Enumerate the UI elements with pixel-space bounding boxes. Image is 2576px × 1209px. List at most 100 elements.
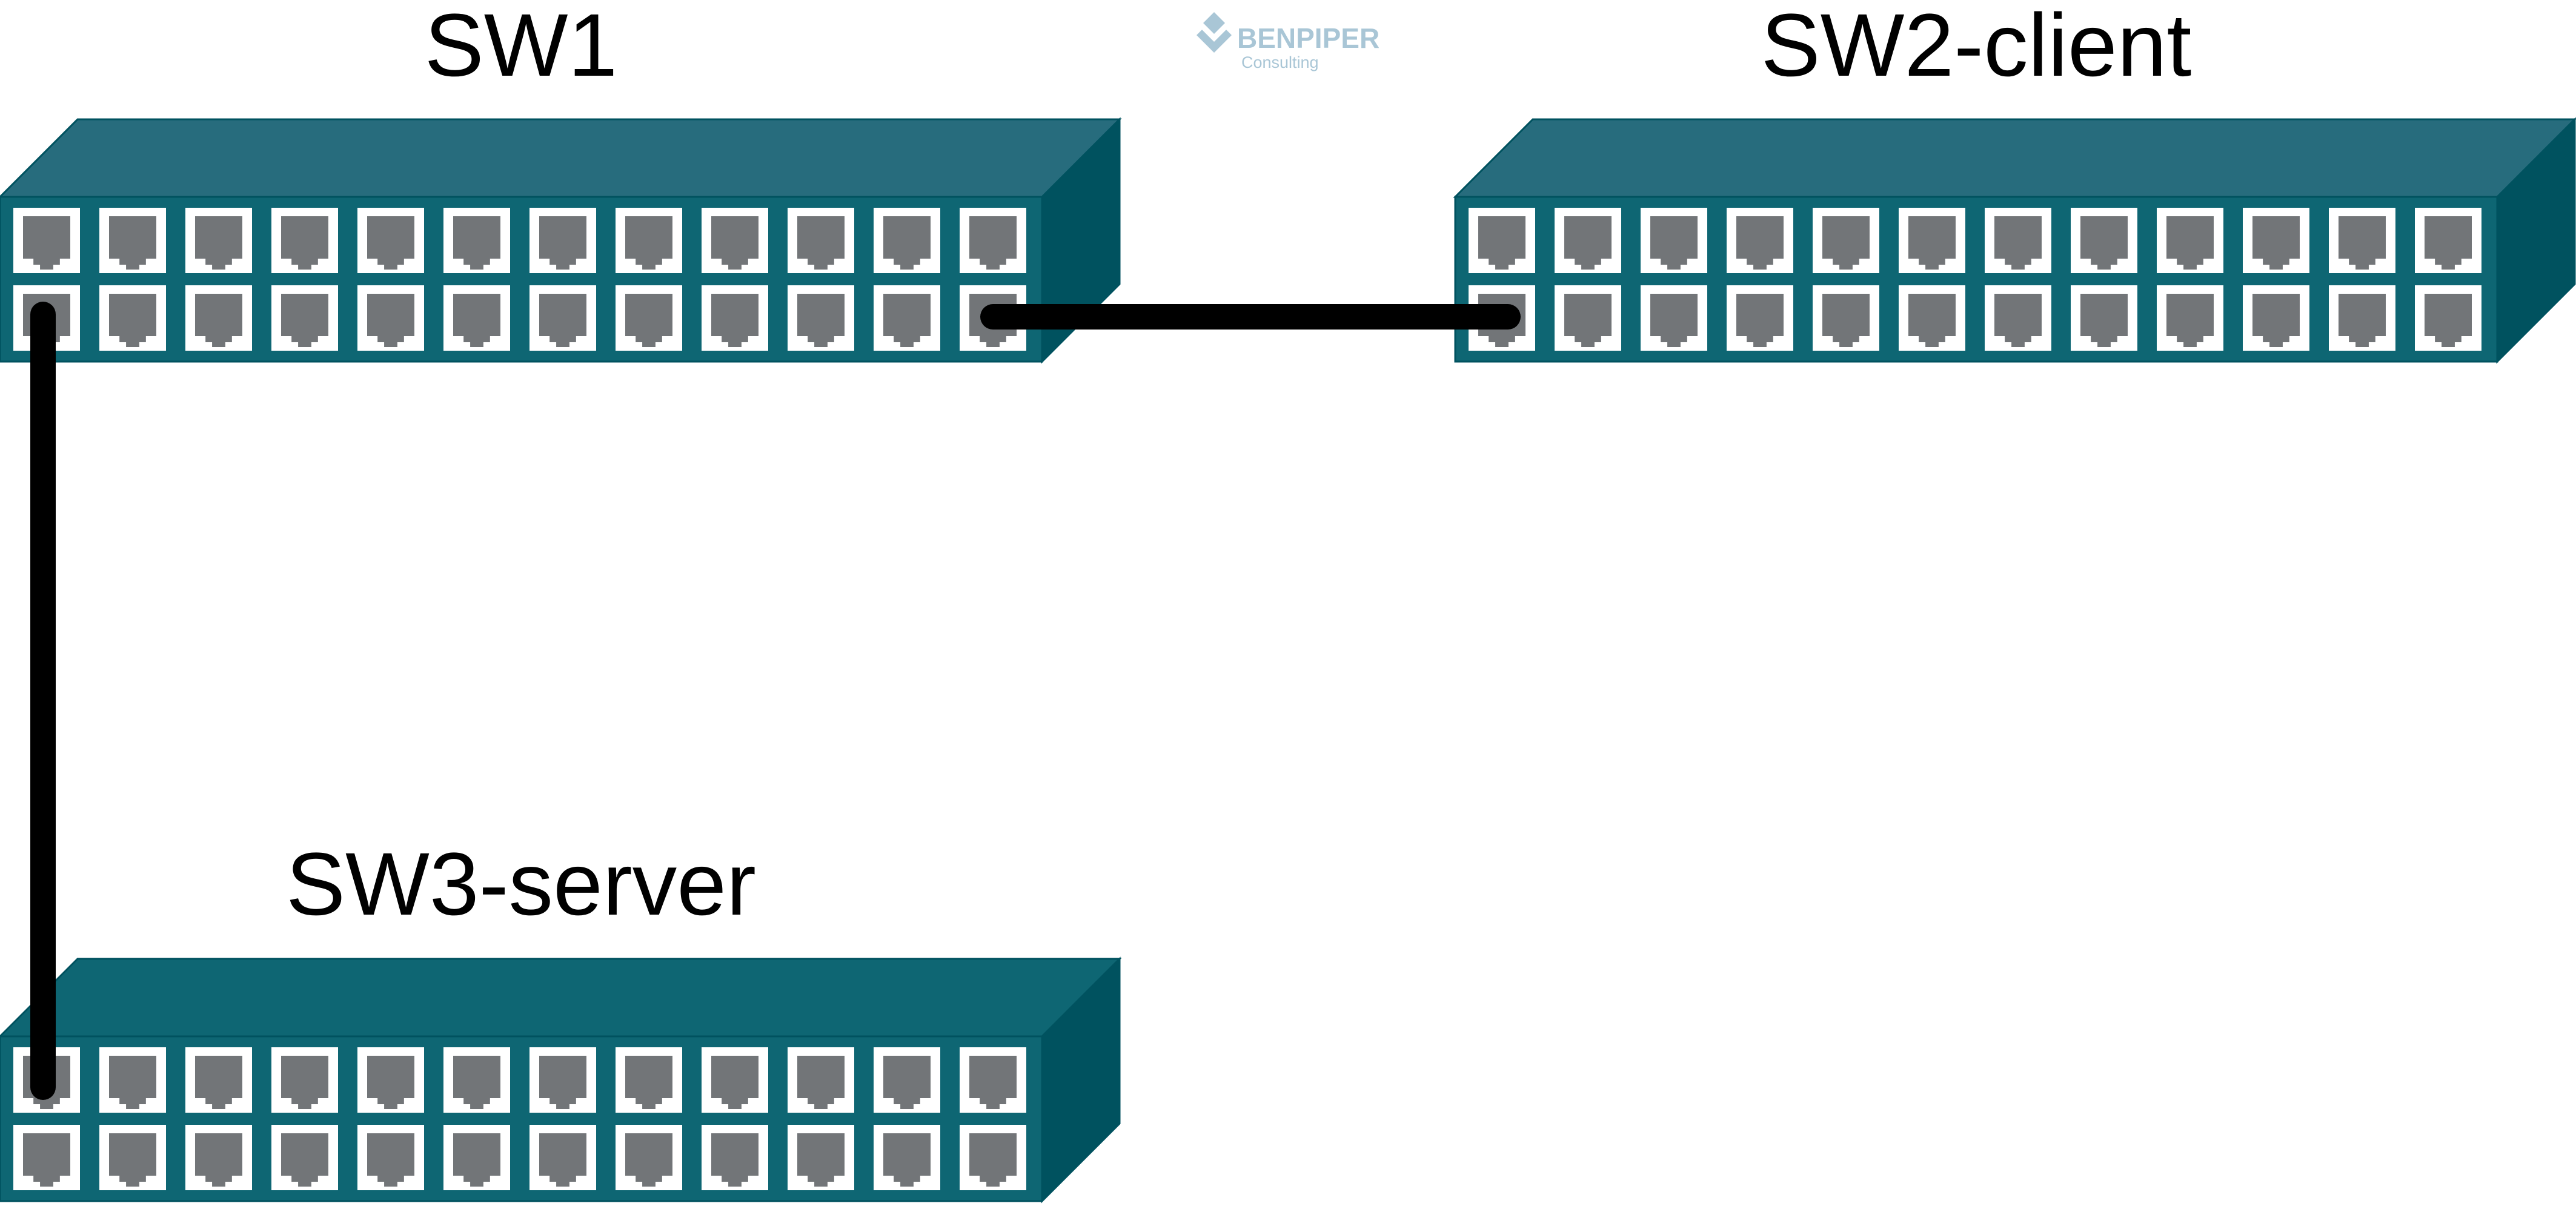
- sw2-port-r1-p7[interactable]: [1985, 208, 2051, 273]
- rj45-jack-icon: [109, 1133, 156, 1187]
- sw3-port-r1-p5[interactable]: [357, 1047, 424, 1113]
- sw1-port-r1-p1[interactable]: [13, 208, 80, 273]
- rj45-jack-icon: [711, 216, 759, 270]
- rj45-jack-icon: [194, 216, 242, 270]
- sw3-port-r2-p4[interactable]: [271, 1125, 338, 1190]
- sw2-port-r1-p1[interactable]: [1469, 208, 1535, 273]
- sw2-port-r2-p10[interactable]: [2243, 285, 2309, 351]
- sw2-port-r2-p6[interactable]: [1899, 285, 1965, 351]
- sw2-port-r1-p2[interactable]: [1555, 208, 1621, 273]
- sw1-port-r1-p4[interactable]: [271, 208, 338, 273]
- rj45-jack-icon: [969, 1056, 1017, 1109]
- sw1-port-r1-p9[interactable]: [702, 208, 768, 273]
- sw3-port-r2-p1[interactable]: [13, 1125, 80, 1190]
- sw2-port-r1-p11[interactable]: [2329, 208, 2395, 273]
- rj45-jack-icon: [2080, 216, 2128, 270]
- rj45-jack-icon: [2339, 216, 2386, 270]
- sw2-port-r2-p3[interactable]: [1641, 285, 1707, 351]
- rj45-jack-icon: [1650, 294, 1698, 347]
- rj45-jack-icon: [883, 1133, 931, 1187]
- sw2-port-r2-p4[interactable]: [1727, 285, 1793, 351]
- sw2-port-r2-p5[interactable]: [1813, 285, 1879, 351]
- sw2-port-r1-p3[interactable]: [1641, 208, 1707, 273]
- sw2-port-r1-p10[interactable]: [2243, 208, 2309, 273]
- sw1-top-face: [0, 118, 1122, 198]
- sw1-port-r2-p8[interactable]: [616, 285, 682, 351]
- cables: [30, 302, 1521, 1100]
- sw3-port-r1-p6[interactable]: [443, 1047, 510, 1113]
- sw3-port-r1-p7[interactable]: [529, 1047, 596, 1113]
- sw2-port-r2-p7[interactable]: [1985, 285, 2051, 351]
- sw2-port-r1-p5[interactable]: [1813, 208, 1879, 273]
- sw3-port-r2-p10[interactable]: [788, 1125, 854, 1190]
- sw2-port-r1-p8[interactable]: [2071, 208, 2137, 273]
- rj45-jack-icon: [797, 1056, 845, 1109]
- rj45-jack-icon: [23, 1133, 70, 1187]
- sw3-port-r2-p5[interactable]: [357, 1125, 424, 1190]
- rj45-jack-icon: [711, 1133, 759, 1187]
- sw3-port-r2-p8[interactable]: [616, 1125, 682, 1190]
- sw2-port-r2-p11[interactable]: [2329, 285, 2395, 351]
- sw3-port-r1-p4[interactable]: [271, 1047, 338, 1113]
- rj45-jack-icon: [797, 1133, 845, 1187]
- sw1-port-r2-p2[interactable]: [99, 285, 166, 351]
- sw1-port-r2-p5[interactable]: [357, 285, 424, 351]
- rj45-jack-icon: [1564, 216, 1612, 270]
- rj45-jack-icon: [109, 1056, 156, 1109]
- rj45-jack-icon: [539, 294, 586, 347]
- sw3-port-r2-p2[interactable]: [99, 1125, 166, 1190]
- rj45-jack-icon: [625, 1133, 672, 1187]
- sw2-port-r2-p12[interactable]: [2415, 285, 2481, 351]
- sw2-port-r2-p2[interactable]: [1555, 285, 1621, 351]
- rj45-jack-icon: [453, 1133, 500, 1187]
- sw1-port-r1-p3[interactable]: [185, 208, 252, 273]
- sw1-port-r1-p2[interactable]: [99, 208, 166, 273]
- sw1-port-r2-p6[interactable]: [443, 285, 510, 351]
- rj45-jack-icon: [1736, 294, 1784, 347]
- rj45-jack-icon: [23, 216, 70, 270]
- sw1-port-r1-p12[interactable]: [960, 208, 1026, 273]
- rj45-jack-icon: [539, 1133, 586, 1187]
- sw1-port-r2-p7[interactable]: [529, 285, 596, 351]
- sw1-port-r1-p11[interactable]: [874, 208, 940, 273]
- sw3-port-r1-p11[interactable]: [874, 1047, 940, 1113]
- sw1-port-r2-p9[interactable]: [702, 285, 768, 351]
- rj45-jack-icon: [1650, 216, 1698, 270]
- sw2-port-r1-p12[interactable]: [2415, 208, 2481, 273]
- sw3-port-r1-p9[interactable]: [702, 1047, 768, 1113]
- sw1-port-r1-p8[interactable]: [616, 208, 682, 273]
- rj45-jack-icon: [1908, 216, 1956, 270]
- sw1-port-r2-p10[interactable]: [788, 285, 854, 351]
- sw2-front-face: [1454, 196, 2498, 363]
- sw1-port-r1-p5[interactable]: [357, 208, 424, 273]
- sw3-port-r1-p3[interactable]: [185, 1047, 252, 1113]
- rj45-jack-icon: [281, 216, 328, 270]
- sw3-port-r2-p12[interactable]: [960, 1125, 1026, 1190]
- sw3-port-r1-p2[interactable]: [99, 1047, 166, 1113]
- sw1-port-r2-p3[interactable]: [185, 285, 252, 351]
- sw3-port-r2-p11[interactable]: [874, 1125, 940, 1190]
- sw3-port-r2-p9[interactable]: [702, 1125, 768, 1190]
- sw3-port-r2-p7[interactable]: [529, 1125, 596, 1190]
- rj45-jack-icon: [539, 216, 586, 270]
- sw2-port-r1-p9[interactable]: [2157, 208, 2223, 273]
- sw3-port-r2-p6[interactable]: [443, 1125, 510, 1190]
- rj45-jack-icon: [2339, 294, 2386, 347]
- rj45-jack-icon: [367, 294, 414, 347]
- sw3-port-r1-p12[interactable]: [960, 1047, 1026, 1113]
- sw1-port-r1-p10[interactable]: [788, 208, 854, 273]
- sw1-port-r2-p4[interactable]: [271, 285, 338, 351]
- switch-sw2-client: [1453, 117, 2576, 364]
- sw3-port-r2-p3[interactable]: [185, 1125, 252, 1190]
- sw2-port-r2-p8[interactable]: [2071, 285, 2137, 351]
- watermark-title: BENPIPER: [1237, 22, 1379, 54]
- watermark-subtitle: Consulting: [1241, 53, 1319, 71]
- sw2-port-r1-p4[interactable]: [1727, 208, 1793, 273]
- sw3-port-r1-p8[interactable]: [616, 1047, 682, 1113]
- sw1-port-r2-p11[interactable]: [874, 285, 940, 351]
- sw3-port-r1-p10[interactable]: [788, 1047, 854, 1113]
- sw2-port-r2-p9[interactable]: [2157, 285, 2223, 351]
- sw1-port-r1-p6[interactable]: [443, 208, 510, 273]
- sw2-port-r1-p6[interactable]: [1899, 208, 1965, 273]
- sw1-port-r1-p7[interactable]: [529, 208, 596, 273]
